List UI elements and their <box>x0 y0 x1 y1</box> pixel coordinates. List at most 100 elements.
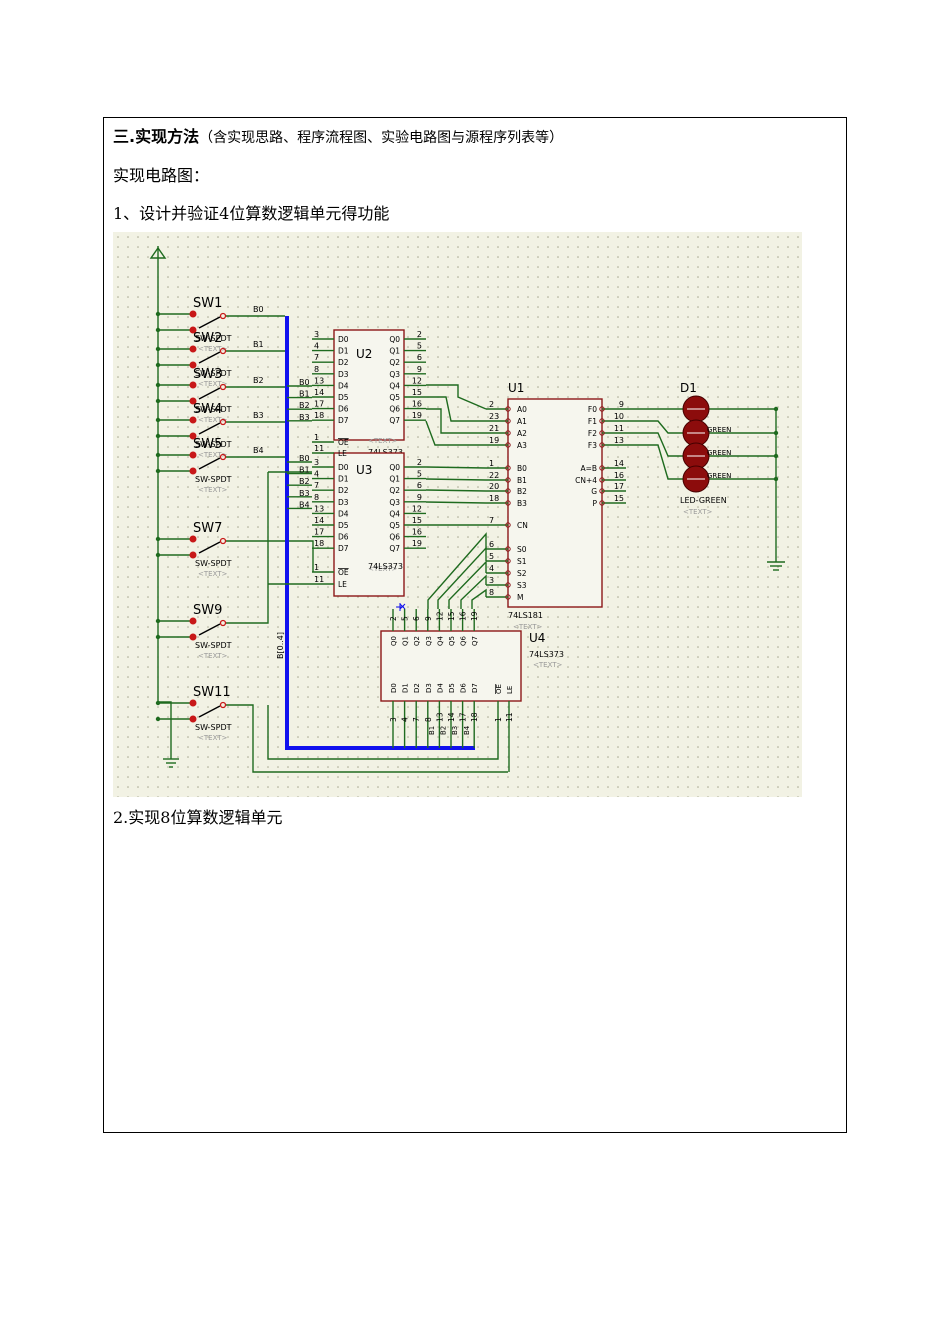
switch-contact <box>189 310 197 318</box>
item-1-heading: 1、设计并验证4位算数逻辑单元得功能 <box>113 204 390 223</box>
pin-number: 12 <box>412 504 422 513</box>
pin-number: 16 <box>412 400 422 409</box>
wire <box>427 532 487 609</box>
pin-number: 17 <box>459 712 468 722</box>
pin-bubble <box>505 582 511 588</box>
pin-label: M <box>517 593 523 602</box>
chip-text: <TEXT> <box>533 661 563 669</box>
pin-number: 4 <box>314 342 319 351</box>
pin-number: 8 <box>314 493 319 502</box>
pin-number: 18 <box>470 712 479 722</box>
bus-net-label: B1 <box>428 726 436 735</box>
pin-number: 4 <box>401 717 410 722</box>
pin-label: F0 <box>588 405 597 414</box>
bus-net-label: B1 <box>299 466 310 475</box>
chip-ref: U3 <box>356 463 372 477</box>
chip-text: <TEXT> <box>368 565 398 573</box>
pin-number: 5 <box>417 470 422 479</box>
switch-text: <TEXT> <box>198 451 228 459</box>
pin-number: 10 <box>614 412 624 421</box>
pin-bubble <box>505 570 511 576</box>
schematic-parts: SW1SW-SPDT<TEXT>SW2SW-SPDT<TEXT>SW3SW-SP… <box>189 296 731 742</box>
pin-number: 12 <box>435 611 444 621</box>
pin-number: 17 <box>314 400 324 409</box>
pin-label: G <box>591 487 597 496</box>
pin-label: B0 <box>517 464 527 473</box>
wire <box>425 501 487 504</box>
pin-label: LE <box>338 580 347 589</box>
junction-dot <box>155 417 161 423</box>
pin-number: 16 <box>412 528 422 537</box>
pin-label: Q7 <box>389 416 400 425</box>
pin-bubble <box>505 442 511 448</box>
switch-lever <box>198 541 221 554</box>
pin-number: 8 <box>314 365 319 374</box>
switch-part: SW-SPDT <box>195 440 232 449</box>
pin-label: OE <box>495 684 503 694</box>
switch-contact <box>189 467 197 475</box>
switch-contact <box>189 451 197 459</box>
pin-number: 4 <box>314 470 319 479</box>
pin-number: 15 <box>614 494 624 503</box>
pin-number: 18 <box>489 494 499 503</box>
pin-label: Q6 <box>460 635 468 646</box>
item-2-heading: 2.实现8位算数逻辑单元 <box>113 808 283 827</box>
pin-label: D6 <box>460 683 468 693</box>
pin-number: 23 <box>489 412 499 421</box>
pin-label: Q2 <box>413 636 421 646</box>
pin-label: LE <box>338 449 347 458</box>
pin-label: A0 <box>517 405 527 414</box>
pin-label: D2 <box>338 486 349 495</box>
pin-label: D3 <box>338 498 349 507</box>
junction-dot <box>155 398 161 404</box>
chip-text: <TEXT> <box>513 623 543 631</box>
pin-bubble <box>599 418 605 424</box>
pin-number: 20 <box>489 482 499 491</box>
switch-ref: SW5 <box>193 437 222 452</box>
switch-ref: SW9 <box>193 603 222 618</box>
switch-pivot <box>219 537 227 545</box>
switch-contact <box>189 633 197 641</box>
wire <box>425 420 486 446</box>
switch-contact <box>189 715 197 723</box>
switch-contact <box>189 617 197 625</box>
switch-text: <TEXT> <box>198 345 228 353</box>
pin-label: D5 <box>338 521 349 530</box>
wire <box>425 489 487 492</box>
pin-label: D7 <box>471 683 479 693</box>
pin-number: 8 <box>424 717 433 722</box>
bus-net-label: B3 <box>299 489 310 498</box>
chip-ref: U4 <box>529 631 545 645</box>
pin-label: Q0 <box>389 463 400 472</box>
switch-part: SW-SPDT <box>195 723 232 732</box>
pin-number: 7 <box>314 481 319 490</box>
pin-label: Q7 <box>389 544 400 553</box>
switch-ref: SW4 <box>193 402 222 417</box>
pin-label: D0 <box>390 683 398 693</box>
pin-label: B2 <box>517 487 527 496</box>
pin-number: 13 <box>614 436 624 445</box>
bus-net-label: B3 <box>299 413 310 422</box>
pin-number: 13 <box>314 376 324 385</box>
chip-text: <TEXT> <box>368 437 398 445</box>
net-label: B2 <box>253 376 264 385</box>
switch-contact <box>189 699 197 707</box>
bus-net-label: B1 <box>299 390 310 399</box>
pin-bubble <box>505 594 511 600</box>
pin-number: 15 <box>447 611 456 621</box>
pin-label: D0 <box>338 335 349 344</box>
pin-label: P <box>592 499 597 508</box>
bus-net-label: B0 <box>299 454 310 463</box>
net-label: B4 <box>253 446 264 455</box>
switch-lever <box>198 316 221 329</box>
pin-label: Q0 <box>389 335 400 344</box>
power-arrow <box>149 246 167 259</box>
led-text: <TEXT> <box>683 508 713 516</box>
led-part-clipped: GREEN <box>707 449 731 457</box>
schematic-chips: U23D04D17D28D313D414D517D618D72Q05Q16Q29… <box>299 329 626 748</box>
junction-dot <box>155 700 161 706</box>
report-table-cell <box>103 117 847 1133</box>
pin-label: D7 <box>338 416 349 425</box>
pin-label: B3 <box>517 499 527 508</box>
switch-pivot <box>219 383 227 391</box>
